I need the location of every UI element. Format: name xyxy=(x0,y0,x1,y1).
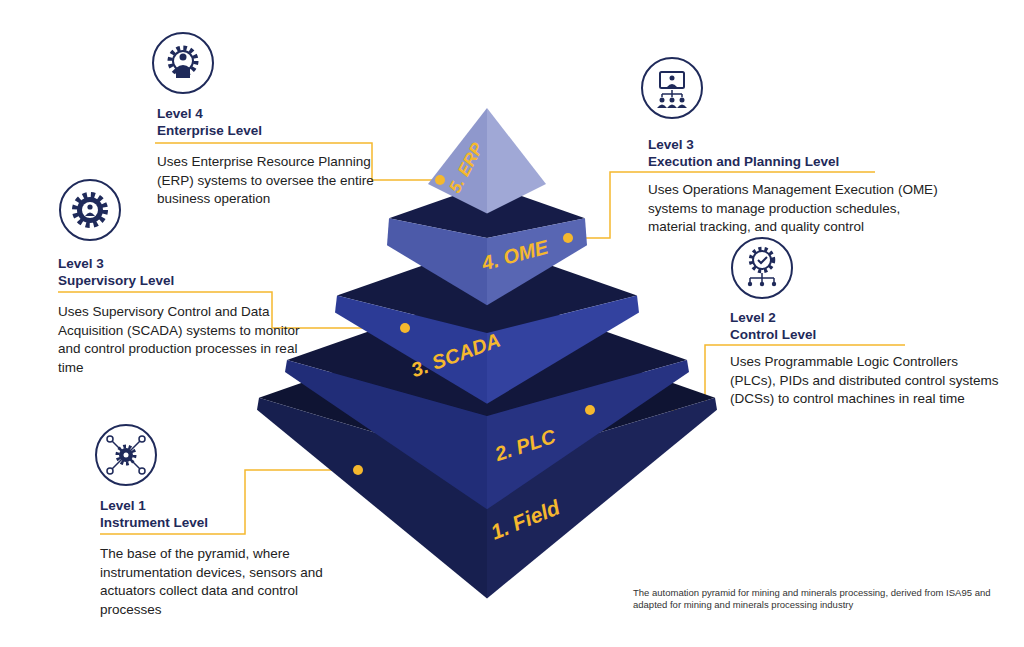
leader-dot xyxy=(435,175,445,185)
layer-left-face xyxy=(387,218,487,305)
figure-caption: The automation pyramid for mining and mi… xyxy=(633,587,1008,611)
sensor-node xyxy=(107,436,113,442)
network-node xyxy=(748,282,752,286)
network-node xyxy=(772,282,776,286)
sensor-node xyxy=(139,468,145,474)
icon-ring xyxy=(153,33,213,93)
callout-heading: Level 4 xyxy=(157,106,203,122)
icon-ring xyxy=(732,238,792,298)
sensor-lines xyxy=(110,439,142,471)
layer-label-holder: 2. PLC xyxy=(494,434,556,456)
leader-dot xyxy=(400,323,410,333)
gear-body xyxy=(119,448,133,462)
sensor-node xyxy=(107,468,113,474)
person-head xyxy=(87,204,92,209)
person-body xyxy=(667,84,677,87)
callout-description: Uses Supervisory Control and Data Acquis… xyxy=(58,303,308,377)
gear-sensor-icon xyxy=(107,436,145,474)
gear-person-icon xyxy=(170,48,196,78)
gear-teeth xyxy=(751,249,773,271)
layer-right-face xyxy=(487,108,546,214)
callout-heading: Level 3 xyxy=(58,256,104,272)
leader-dot xyxy=(563,233,573,243)
callout-description: Uses Operations Management Execution (OM… xyxy=(648,181,948,237)
person-head xyxy=(670,76,675,81)
pyramid-layer: 5. ERP xyxy=(428,108,546,214)
gear-teeth xyxy=(118,447,135,464)
icon-ring xyxy=(642,58,702,118)
org-lines xyxy=(662,90,682,97)
layer-label-holder: 1. Field xyxy=(489,508,561,531)
layer-shape xyxy=(428,108,546,214)
network-lines xyxy=(750,273,774,282)
icon-ring xyxy=(60,180,120,240)
layer-left-face xyxy=(428,108,487,214)
layer-label-holder: 5. ERP xyxy=(440,159,494,178)
sensor-node xyxy=(139,436,145,442)
callout-heading: Level 3 xyxy=(648,137,694,153)
layer-label-holder: 3. SCADA xyxy=(409,344,502,366)
person-head xyxy=(670,98,675,103)
person-head xyxy=(660,98,665,103)
callout-heading: Control Level xyxy=(730,327,816,343)
person-head xyxy=(180,54,187,61)
team-monitor-icon xyxy=(657,72,687,108)
callout-heading: Supervisory Level xyxy=(58,273,174,289)
callout-heading: Execution and Planning Level xyxy=(648,154,839,170)
layer-label-holder: 4. OME xyxy=(481,244,549,266)
callout-heading: Enterprise Level xyxy=(157,123,262,139)
person-head xyxy=(680,98,685,103)
gear-body xyxy=(77,197,103,223)
callout-heading: Level 1 xyxy=(100,498,146,514)
monitor xyxy=(660,72,684,88)
check-mark xyxy=(758,257,767,263)
leader-dot xyxy=(353,465,363,475)
callout-description: The base of the pyramid, where instrumen… xyxy=(100,545,340,619)
gear-teeth xyxy=(75,195,105,225)
callout-heading: Instrument Level xyxy=(100,515,208,531)
person-body xyxy=(85,213,95,217)
callout-heading: Level 2 xyxy=(730,310,776,326)
icon-ring xyxy=(96,425,156,485)
callout-description: Uses Programmable Logic Controllers (PLC… xyxy=(730,353,1000,409)
leader-dot xyxy=(585,405,595,415)
gear-check-icon xyxy=(748,249,776,286)
layer-right-face xyxy=(487,295,639,403)
gear-body xyxy=(753,251,771,269)
person-body xyxy=(176,65,190,78)
gear-hole xyxy=(124,453,129,458)
network-node xyxy=(760,282,764,286)
gear-hole xyxy=(82,202,98,218)
person-bodies xyxy=(657,105,687,109)
callout-description: Uses Enterprise Resource Planning (ERP) … xyxy=(157,153,397,209)
gear-user-icon xyxy=(75,195,105,225)
